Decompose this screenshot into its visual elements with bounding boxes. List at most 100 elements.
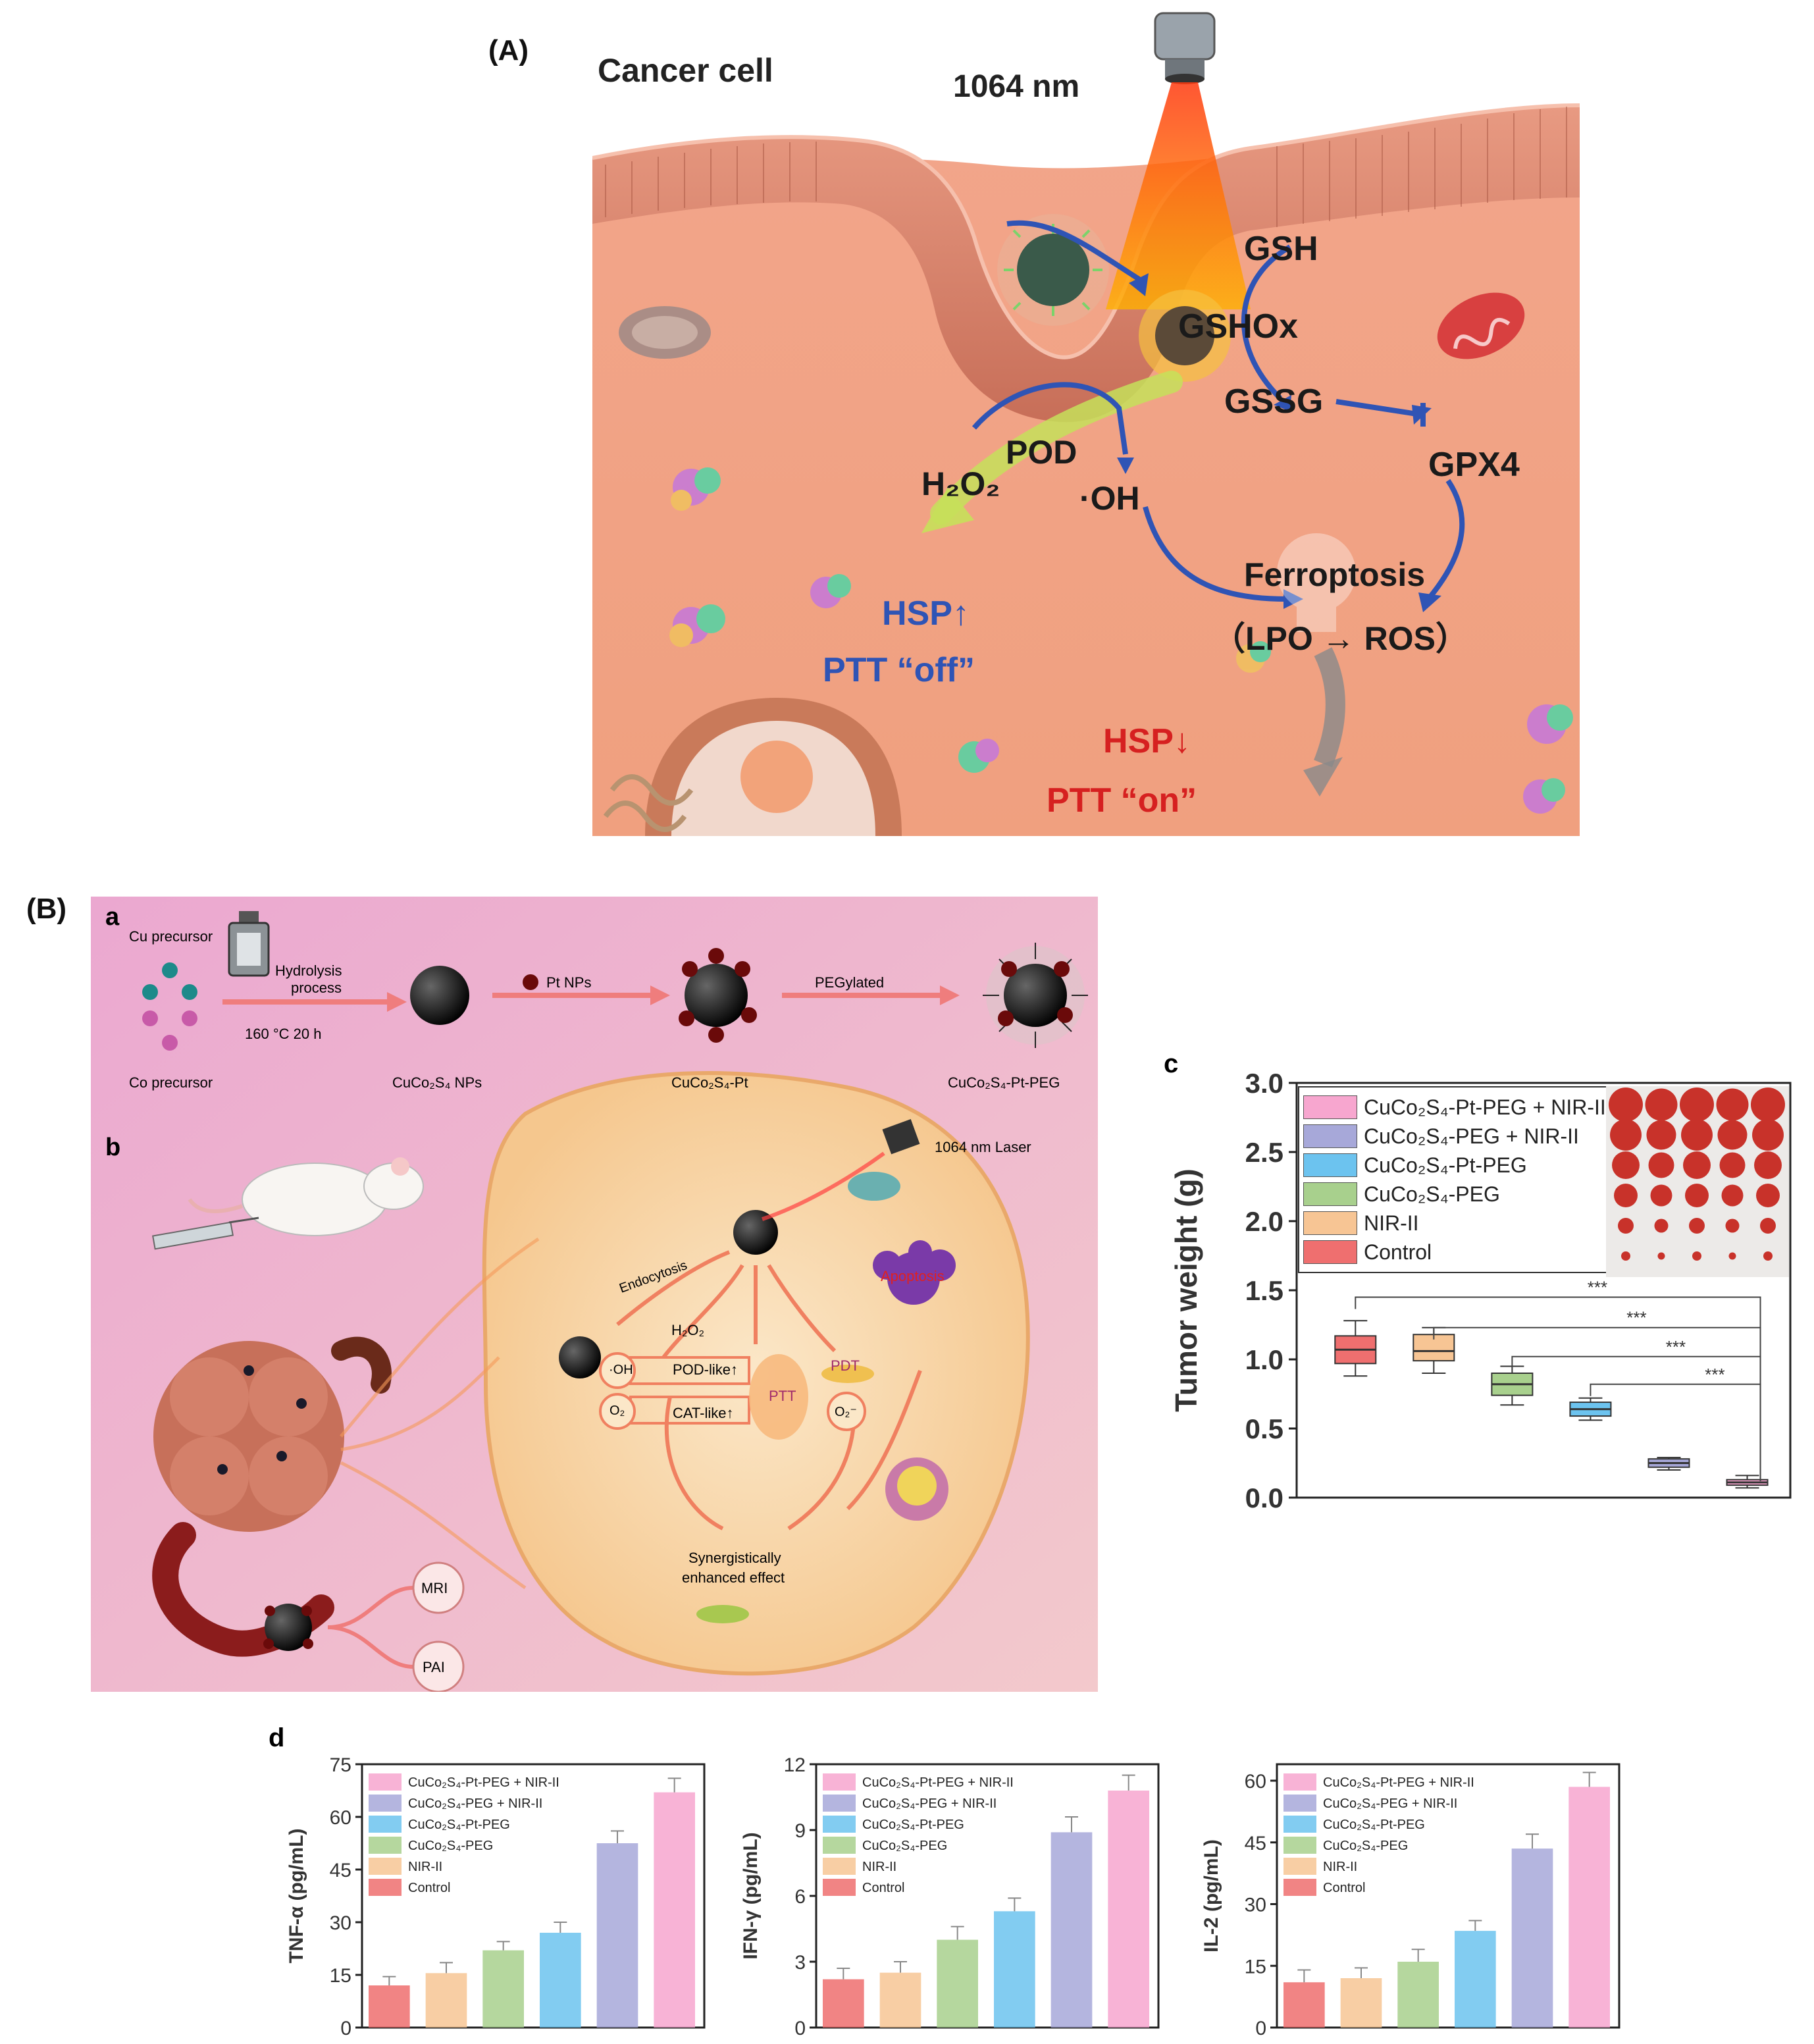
synthesis-and-therapy-scheme: [91, 897, 1098, 1693]
cuco-pt-label: CuCo₂S₄-Pt: [671, 1074, 748, 1091]
cuco-pt-peg-label: CuCo₂S₄-Pt-PEG: [948, 1074, 1060, 1091]
bar: [1397, 1962, 1439, 2028]
label-gpx4: GPX4: [1428, 446, 1520, 484]
teal-organelle-icon: [848, 1172, 900, 1201]
label-lpo-ros: （LPO → ROS）: [1212, 620, 1468, 657]
y-tick-label: 15: [1245, 1956, 1266, 1978]
h2o2-b-label: H₂O₂: [671, 1322, 705, 1338]
legend-swatch: [1283, 1837, 1316, 1854]
box-0: [1334, 1320, 1377, 1377]
bar-3: [540, 1922, 581, 2028]
legend-label: CuCo₂S₄-Pt-PEG + NIR-II: [862, 1775, 1014, 1790]
legend-label: CuCo₂S₄-PEG + NIR-II: [1323, 1796, 1457, 1811]
laser-b-icon: [762, 1118, 920, 1221]
golgi-icon: [619, 306, 711, 359]
bar-2: [937, 1926, 978, 2028]
oh-b-label: ·OH: [609, 1363, 633, 1377]
bar-1: [425, 1962, 467, 2028]
legend-label: CuCo₂S₄-Pt-PEG: [862, 1818, 964, 1832]
y-tick-label: 12: [784, 1754, 806, 1776]
tumor-sample: [1760, 1218, 1776, 1234]
y-tick-label: 1.5: [1245, 1275, 1283, 1306]
legend-entry: CuCo₂S₄-PEG + NIR-II: [1303, 1122, 1609, 1151]
nucleus-b-icon: [885, 1457, 948, 1521]
y-tick-label: 6: [794, 1886, 806, 1908]
significance-bracket: ***: [1433, 1308, 1761, 1481]
tumor-sample: [1716, 1088, 1749, 1121]
bar: [1455, 1931, 1496, 2028]
bar: [425, 1973, 467, 2028]
bar-4: [596, 1830, 638, 2028]
tumor-photo: [1606, 1086, 1789, 1277]
tumor-sample: [1683, 1151, 1711, 1179]
bar: [937, 1939, 978, 2028]
bar-5: [1108, 1774, 1149, 2028]
sub-label-b: b: [105, 1134, 121, 1161]
bar: [1108, 1791, 1149, 2028]
tumor-sample: [1685, 1184, 1709, 1207]
y-tick-label: 0.5: [1245, 1413, 1283, 1444]
legend-swatch: [369, 1816, 402, 1833]
significance-bracket: ***: [1511, 1337, 1761, 1481]
y-tick-label: 1.0: [1245, 1344, 1283, 1375]
y-tick-label: 0.0: [1245, 1482, 1283, 1513]
legend-swatch: [823, 1773, 856, 1791]
significance-label: ***: [1666, 1337, 1686, 1357]
bar-0: [1283, 1969, 1325, 2028]
cu-precursor-dots: [142, 962, 197, 1000]
tumor-sample: [1614, 1184, 1638, 1207]
bar: [540, 1933, 581, 2028]
o2-radical-label: O₂⁻: [835, 1405, 857, 1419]
legend-entry: CuCo₂S₄-Pt-PEG: [1283, 1816, 1425, 1833]
legend-swatch: [369, 1837, 402, 1854]
tumor-sample: [1657, 1252, 1665, 1260]
legend-swatch: [1283, 1858, 1316, 1875]
panel-d-label: d: [269, 1723, 285, 1752]
legend-entry: CuCo₂S₄-PEG: [369, 1837, 493, 1854]
label-pod: POD: [1006, 434, 1077, 471]
bar-3: [994, 1897, 1035, 2028]
significance-label: ***: [1588, 1278, 1607, 1297]
legend-entry: NIR-II: [1303, 1209, 1609, 1238]
bar-1: [879, 1961, 921, 2028]
legend-label: NIR-II: [862, 1860, 896, 1874]
o2-circle: [599, 1393, 636, 1430]
panel-a-title: Cancer cell: [598, 52, 773, 89]
y-axis-label: IL-2 (pg/mL): [1201, 1839, 1222, 1952]
cuco2s4-pt-icon: [679, 948, 757, 1043]
bar: [994, 1911, 1035, 2028]
bar-2: [1397, 1949, 1439, 2028]
y-axis-label: Tumor weight (g): [1169, 1168, 1203, 1412]
label-ptt-on: PTT “on”: [1047, 781, 1197, 820]
bar-1: [1340, 1967, 1382, 2028]
significance-bracket: ***: [1355, 1278, 1761, 1481]
legend-label: NIR-II: [1364, 1211, 1419, 1235]
legend-label: Control: [1364, 1240, 1432, 1264]
circulating-particle-icon: [263, 1604, 313, 1651]
endocytosed-particle-icon: [559, 1210, 778, 1378]
legend-label: CuCo₂S₄-Pt-PEG: [408, 1818, 510, 1832]
tumor-sample: [1612, 1151, 1640, 1179]
legend-entry: CuCo₂S₄-Pt-PEG + NIR-II: [1283, 1773, 1474, 1791]
legend-swatch: [369, 1858, 402, 1875]
panel-b-illustration: [91, 897, 1098, 1693]
legend-label: CuCo₂S₄-PEG + NIR-II: [408, 1796, 542, 1811]
y-tick-label: 45: [330, 1860, 351, 1881]
legend-label: Control: [1323, 1881, 1365, 1895]
legend-swatch: [369, 1879, 402, 1896]
label-oh: ·OH: [1079, 480, 1140, 517]
legend-entry: Control: [1303, 1238, 1609, 1267]
mito-b-icon: [696, 1605, 749, 1623]
bar: [879, 1972, 921, 2028]
legend-swatch: [1303, 1124, 1357, 1148]
label-ptt-off: PTT “off”: [823, 651, 975, 689]
y-tick-label: 0: [340, 2018, 351, 2039]
legend-entry: Control: [369, 1879, 450, 1896]
y-tick-label: 45: [1245, 1833, 1266, 1854]
pt-nps-label: Pt NPs: [546, 974, 592, 991]
legend-entry: CuCo₂S₄-Pt-PEG: [1303, 1151, 1609, 1180]
